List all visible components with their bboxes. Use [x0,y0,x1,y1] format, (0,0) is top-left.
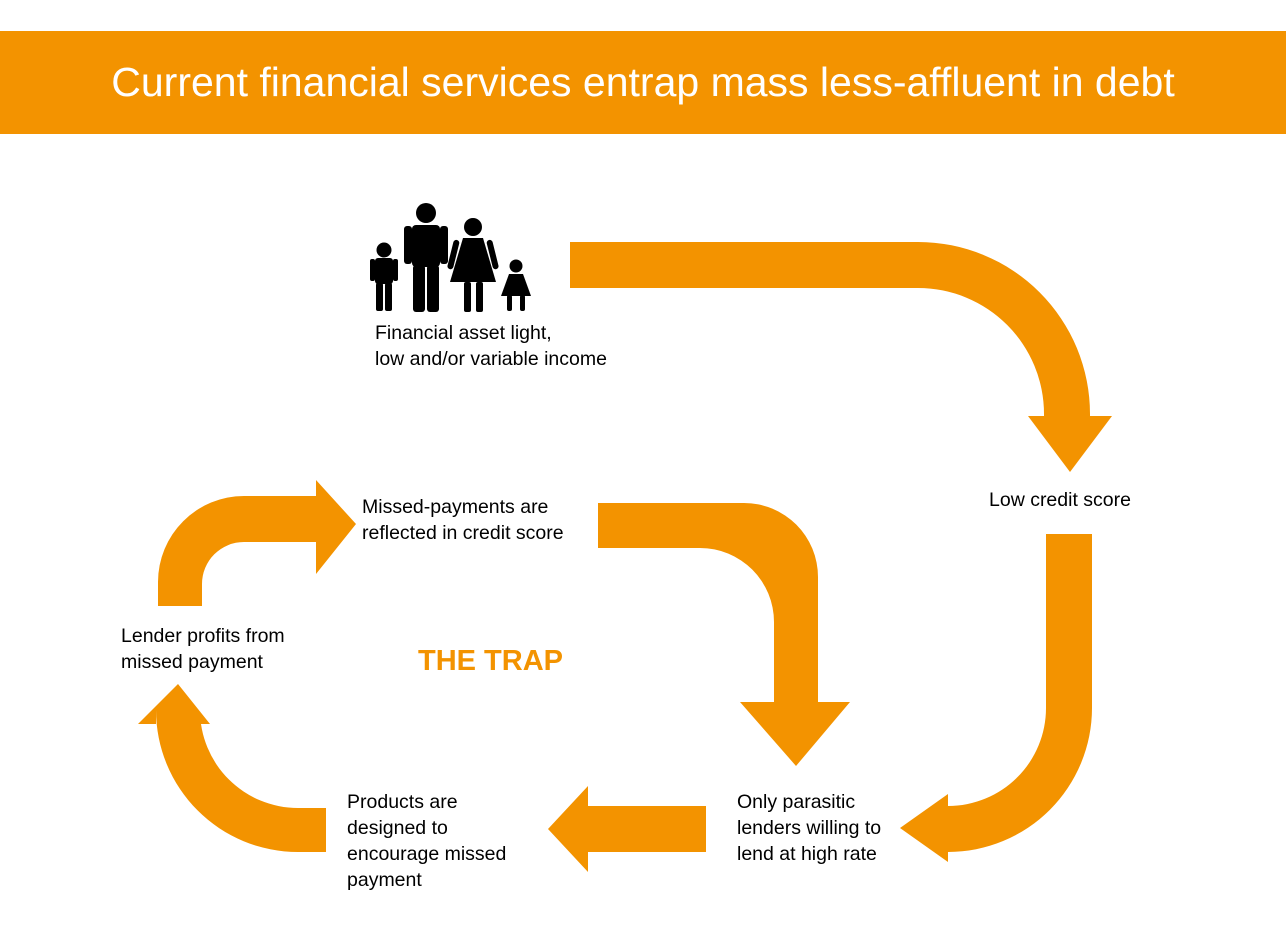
arrow-missed-payments-to-parasitic [598,503,850,766]
arrow-parasitic-to-products [548,786,706,872]
page-title: Current financial services entrap mass l… [111,59,1175,105]
arrow-low-credit-to-parasitic [900,534,1092,862]
the-trap-label: THE TRAP [418,645,563,677]
arrow-lender-profits-to-missed-payments [158,480,356,606]
label-family: Financial asset light, low and/or variab… [375,322,607,370]
arrow-products-to-lender-profits [138,684,326,852]
label-low-credit-score: Low credit score [989,489,1131,511]
label-parasitic-lenders: Only parasitic lenders willing to lend a… [737,791,882,865]
family-icon [370,203,531,312]
arrow-family-to-low-credit [570,242,1112,472]
title-banner: Current financial services entrap mass l… [0,31,1286,134]
label-lender-profits: Lender profits from missed payment [121,625,285,673]
label-missed-payments: Missed-payments are reflected in credit … [362,496,564,544]
label-products-designed: Products are designed to encourage misse… [347,791,507,891]
